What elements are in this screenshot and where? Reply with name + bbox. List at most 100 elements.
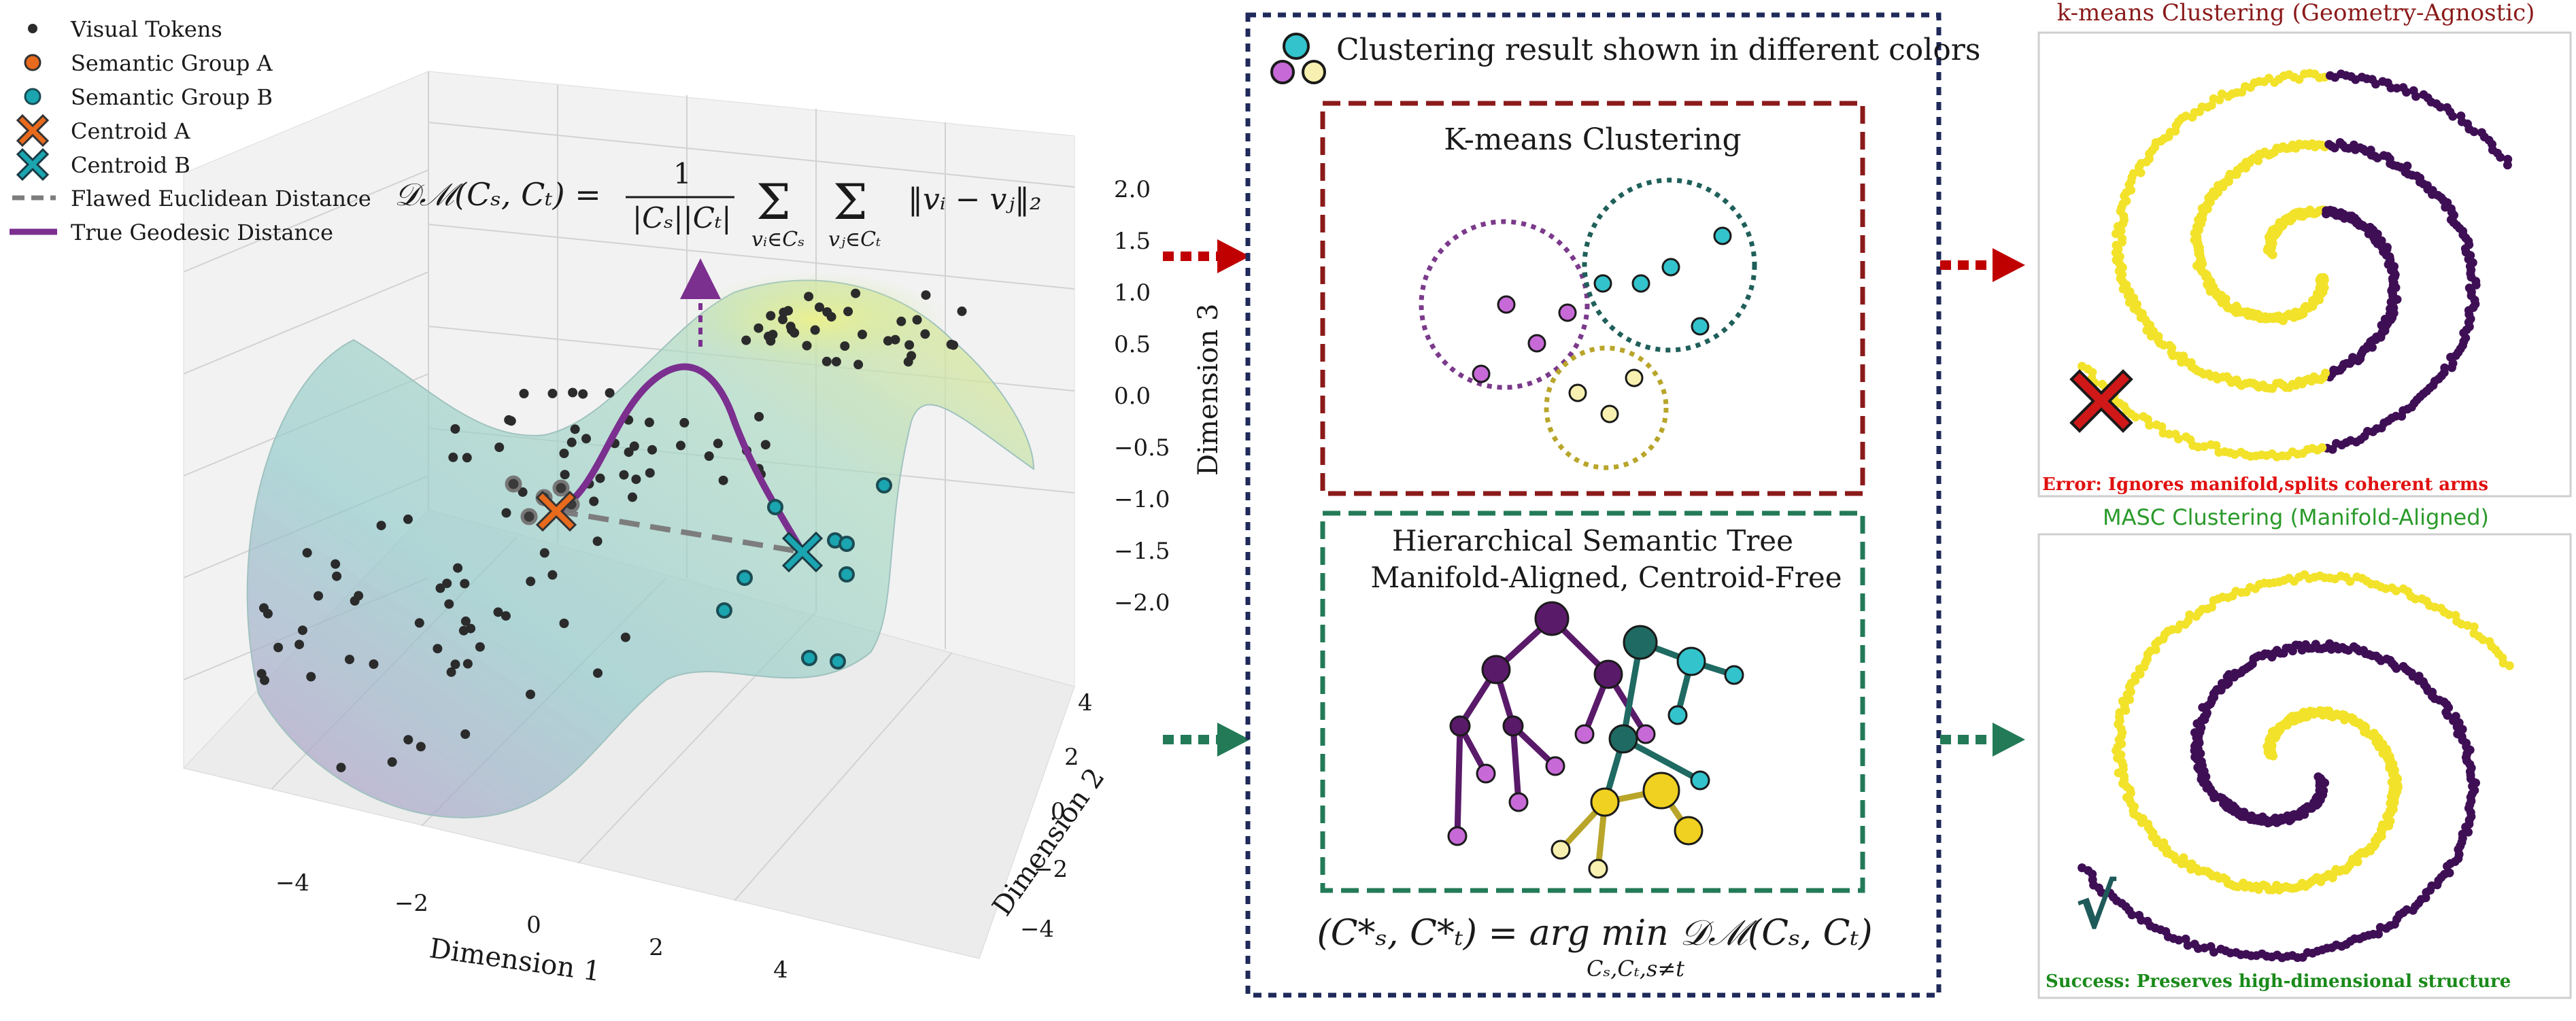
visual-token-point <box>589 496 599 506</box>
z-tick-label: 2.0 <box>1114 176 1151 203</box>
spiral-point <box>2078 863 2087 873</box>
y-tick-label: 0 <box>1051 798 1066 825</box>
semantic-group-b-points <box>716 477 892 670</box>
visual-token-point <box>787 325 796 335</box>
visual-token-point <box>433 644 443 654</box>
kmeans-cluster-teal <box>1582 177 1757 353</box>
visual-token-point <box>442 578 452 589</box>
visual-token-point <box>559 449 569 458</box>
visual-token-point <box>906 351 917 361</box>
visual-token-point <box>592 536 603 547</box>
right-bottom-frame <box>2037 533 2572 999</box>
x-tick-label: −4 <box>275 869 309 897</box>
spiral-point <box>2330 143 2339 153</box>
visual-token-point <box>754 412 764 421</box>
x-tick-label: 4 <box>773 956 788 984</box>
visual-token-point <box>475 642 485 652</box>
visual-token-point <box>501 508 511 518</box>
visual-token-point <box>568 387 578 398</box>
spiral-point <box>2135 911 2143 920</box>
visual-token-point <box>336 763 346 773</box>
x-tick-label: 0 <box>526 912 541 939</box>
visual-token-point <box>620 632 630 642</box>
manifold-surface <box>246 279 1035 818</box>
visual-token-point <box>306 672 316 682</box>
semantic-tree-illustration <box>1447 601 1744 879</box>
visual-token-point <box>804 292 814 302</box>
formula-denominator: |Cₛ||Cₜ| <box>632 201 731 235</box>
visual-token-point <box>462 453 472 463</box>
visual-token-point <box>605 388 615 398</box>
cluster-colors-icon <box>1270 33 1326 84</box>
visual-token-point <box>631 474 641 485</box>
visual-token-point <box>302 548 312 558</box>
spiral-point <box>2181 934 2190 944</box>
spiral-point <box>2496 152 2505 162</box>
centroid-a-marker <box>535 490 577 532</box>
visual-token-point <box>647 445 657 455</box>
visual-token-point <box>679 417 690 428</box>
middle-outer-frame <box>1245 12 1942 998</box>
spiral-point <box>2448 111 2458 121</box>
spiral-point <box>2469 127 2479 137</box>
z-axis-ticks: 2.01.51.00.50.0−0.5−1.0−1.5−2.0 <box>1114 176 1170 617</box>
visual-token-point <box>501 611 511 621</box>
spiral-point <box>2152 420 2161 430</box>
argmin-formula: (C*ₛ, C*ₜ) = arg min 𝒟ℳ(Cₛ, Cₜ) <box>1317 913 1872 954</box>
visual-token-point <box>578 389 588 399</box>
visual-token-point <box>450 424 460 434</box>
z-tick-label: 1.5 <box>1114 228 1151 255</box>
visual-token-point <box>802 341 812 351</box>
spiral-point <box>2447 363 2456 373</box>
visual-token-point <box>387 757 397 767</box>
visual-token-point <box>831 357 841 367</box>
spiral-point <box>2078 362 2086 371</box>
visual-token-point <box>560 470 570 480</box>
spiral-point <box>2392 586 2401 595</box>
middle-header: Clustering result shown in different col… <box>1336 33 1980 67</box>
spiral-point <box>2118 696 2127 706</box>
y-tick-label: −2 <box>1034 856 1068 883</box>
visual-token-point <box>851 288 861 298</box>
euclidean-distance-line <box>557 508 803 555</box>
visual-token-point <box>256 669 267 679</box>
spiral-point <box>2443 710 2452 720</box>
middle-panel: Clustering result shown in different col… <box>1245 12 1980 998</box>
visual-tokens <box>256 288 967 773</box>
visual-token-point <box>345 655 354 665</box>
kmeans-cluster-yellow <box>1544 345 1669 470</box>
kmeans-illustration <box>1419 177 1757 470</box>
visual-token-point <box>448 452 458 462</box>
visual-token-point <box>519 389 529 398</box>
spiral-point <box>2129 169 2138 178</box>
visual-token-point <box>539 548 549 558</box>
right-bottom-title: MASC Clustering (Manifold-Aligned) <box>2103 504 2489 530</box>
spiral-point <box>2185 610 2194 619</box>
visual-token-point <box>376 521 386 531</box>
right-top-error-text: Error: Ignores manifold,splits coherent … <box>2042 474 2488 495</box>
visual-token-point <box>645 468 655 478</box>
arrow-left-to-kmeans <box>1163 239 1250 273</box>
visual-token-point <box>294 640 305 650</box>
visual-token-point <box>904 340 915 350</box>
z-tick-label: 0.0 <box>1114 383 1151 410</box>
surface-peak-glow <box>687 272 945 367</box>
spiral-point <box>2411 594 2420 604</box>
legend-centroid-a-marker <box>16 114 50 148</box>
formula-sum-2-sub: vⱼ∈Cₜ <box>828 228 881 252</box>
right-top-title: k-means Clustering (Geometry-Agnostic) <box>2057 0 2535 27</box>
legend-centroid-b-marker <box>16 148 50 181</box>
visual-token-point <box>332 571 342 581</box>
legend-group-b-label: Semantic Group B <box>71 84 273 110</box>
z-axis-label: Dimension 3 <box>1193 303 1224 476</box>
z-tick-label: −1.5 <box>1114 538 1170 565</box>
formula-sum-2: Σ <box>833 173 868 230</box>
spiral-point <box>2097 379 2107 389</box>
spiral-point <box>2105 888 2115 898</box>
legend-visual-tokens-marker <box>28 24 37 33</box>
legend-geodesic-label: True Geodesic Distance <box>71 220 333 245</box>
plot3d-panel: 𝒟ℳ(Cₛ, Cₜ) = 1 |Cₛ||Cₜ| Σ vᵢ∈Cₛ Σ vⱼ∈Cₜ … <box>183 71 1224 988</box>
spiral-point <box>2471 280 2481 290</box>
legend: Visual Tokens Semantic Group A Semantic … <box>10 16 371 245</box>
